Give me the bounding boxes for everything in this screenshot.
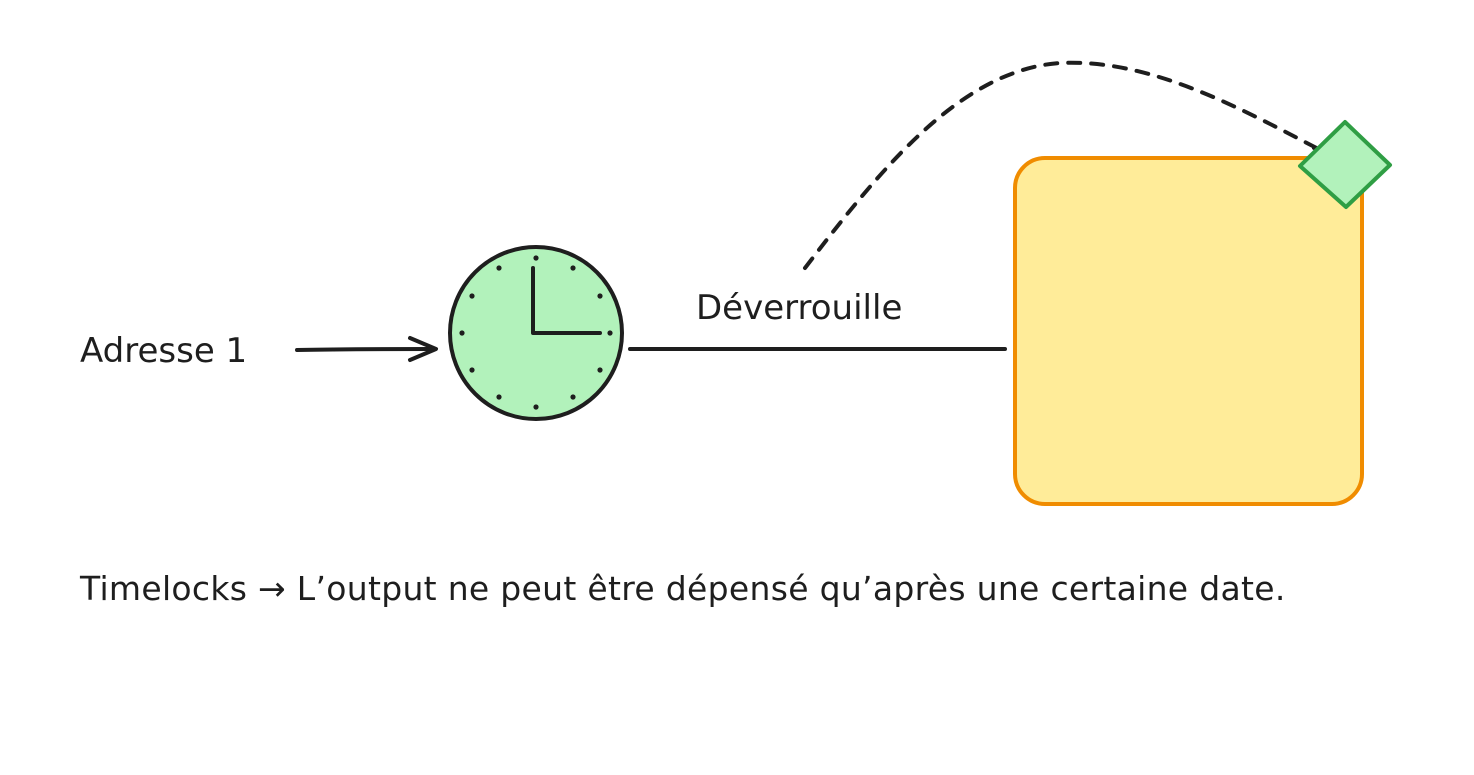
clock-icon xyxy=(448,245,624,421)
diamond-marker-icon xyxy=(1298,120,1392,209)
input-label: Adresse 1 xyxy=(80,331,247,371)
output-box xyxy=(1013,156,1364,506)
edge-label: Déverrouille xyxy=(696,288,902,328)
caption-text: Timelocks → L’output ne peut être dépens… xyxy=(80,569,1286,608)
input-arrow xyxy=(295,336,438,362)
dashed-arrow xyxy=(803,60,1342,270)
